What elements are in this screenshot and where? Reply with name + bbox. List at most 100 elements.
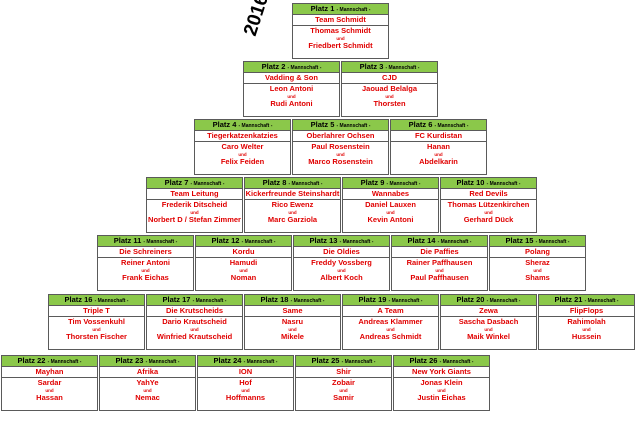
connector-word: und xyxy=(92,327,101,332)
place-label: Platz 1 xyxy=(310,4,335,13)
place-label: Platz 13 xyxy=(309,236,338,245)
connector-word: und xyxy=(386,327,395,332)
connector-word: und xyxy=(141,268,150,273)
player-two: Thorsten xyxy=(373,99,406,108)
team-name: Shir xyxy=(296,367,391,378)
player-two: Albert Koch xyxy=(320,273,363,282)
connector-word: und xyxy=(239,268,248,273)
place-header: Platz 14 - Mannschaft - xyxy=(392,236,487,247)
place-header: Platz 16 - Mannschaft - xyxy=(49,295,144,306)
player-one: YahYe xyxy=(136,378,159,387)
connector-word: und xyxy=(45,388,54,393)
connector-word: und xyxy=(533,268,542,273)
team-name: Tiegerkatzenkatzies xyxy=(195,131,290,142)
team-name: Die Schreiners xyxy=(98,247,193,258)
connector-word: und xyxy=(484,327,493,332)
connector-word: und xyxy=(143,388,152,393)
team-name: Die Krutscheids xyxy=(147,306,242,317)
player-one: Dario Krautscheid xyxy=(162,317,227,326)
header-suffix: - Mannschaft - xyxy=(434,123,469,129)
place-label: Platz 18 xyxy=(260,295,289,304)
connector-word: und xyxy=(238,152,247,157)
player-two: Hassan xyxy=(36,393,63,402)
connector-word: und xyxy=(386,210,395,215)
player-one: Andreas Klammer xyxy=(358,317,423,326)
connector-word: und xyxy=(484,210,493,215)
connector-word: und xyxy=(385,94,394,99)
place-label: Platz 17 xyxy=(162,295,191,304)
player-two: Shams xyxy=(525,273,550,282)
place-label: Platz 10 xyxy=(456,178,485,187)
place-label: Platz 2 xyxy=(261,62,286,71)
header-suffix: - Mannschaft - xyxy=(341,359,376,365)
header-suffix: - Mannschaft - xyxy=(290,298,325,304)
place-header: Platz 6 - Mannschaft - xyxy=(391,120,486,131)
header-suffix: - Mannschaft - xyxy=(437,239,472,245)
header-suffix: - Mannschaft - xyxy=(486,181,521,187)
header-suffix: - Mannschaft - xyxy=(190,181,225,187)
team-name: Wannabes xyxy=(343,189,438,200)
place-header: Platz 4 - Mannschaft - xyxy=(195,120,290,131)
header-suffix: - Mannschaft - xyxy=(385,65,420,71)
player-two: Hussein xyxy=(571,332,602,341)
header-suffix: - Mannschaft - xyxy=(288,181,323,187)
ranking-card: Platz 4 - Mannschaft -Tiegerkatzenkatzie… xyxy=(194,119,291,175)
team-name: FlipFlops xyxy=(539,306,634,317)
connector-word: und xyxy=(337,268,346,273)
place-header: Platz 12 - Mannschaft - xyxy=(196,236,291,247)
player-two: Nemac xyxy=(135,393,160,402)
player-two: Friedbert Schmidt xyxy=(308,41,373,50)
header-suffix: - Mannschaft - xyxy=(388,298,423,304)
player-one: Sascha Dasbach xyxy=(458,317,519,326)
team-name: New York Giants xyxy=(394,367,489,378)
place-header: Platz 19 - Mannschaft - xyxy=(343,295,438,306)
team-name: Team Leitung xyxy=(147,189,242,200)
player-one: Daniel Lauxen xyxy=(365,200,416,209)
player-one: Hof xyxy=(239,378,252,387)
player-two: Hoffmanns xyxy=(225,393,266,402)
header-suffix: - Mannschaft - xyxy=(192,298,227,304)
place-label: Platz 24 xyxy=(213,356,242,365)
place-header: Platz 9 - Mannschaft - xyxy=(343,178,438,189)
place-label: Platz 21 xyxy=(554,295,583,304)
place-label: Platz 14 xyxy=(407,236,436,245)
team-name: Same xyxy=(245,306,340,317)
player-one: Leon Antoni xyxy=(269,84,314,93)
header-suffix: - Mannschaft - xyxy=(535,239,570,245)
header-suffix: - Mannschaft - xyxy=(339,239,374,245)
player-one: Sardar xyxy=(37,378,62,387)
player-one: Frederik Ditscheid xyxy=(161,200,228,209)
header-suffix: - Mannschaft - xyxy=(241,239,276,245)
place-label: Platz 26 xyxy=(409,356,438,365)
header-suffix: - Mannschaft - xyxy=(584,298,619,304)
place-header: Platz 15 - Mannschaft - xyxy=(490,236,585,247)
place-label: Platz 4 xyxy=(212,120,237,129)
ranking-card: Platz 8 - Mannschaft -Kickerfreunde Stei… xyxy=(244,177,341,233)
player-two: Marc Garziola xyxy=(267,215,318,224)
place-header: Platz 10 - Mannschaft - xyxy=(441,178,536,189)
place-label: Platz 16 xyxy=(64,295,93,304)
